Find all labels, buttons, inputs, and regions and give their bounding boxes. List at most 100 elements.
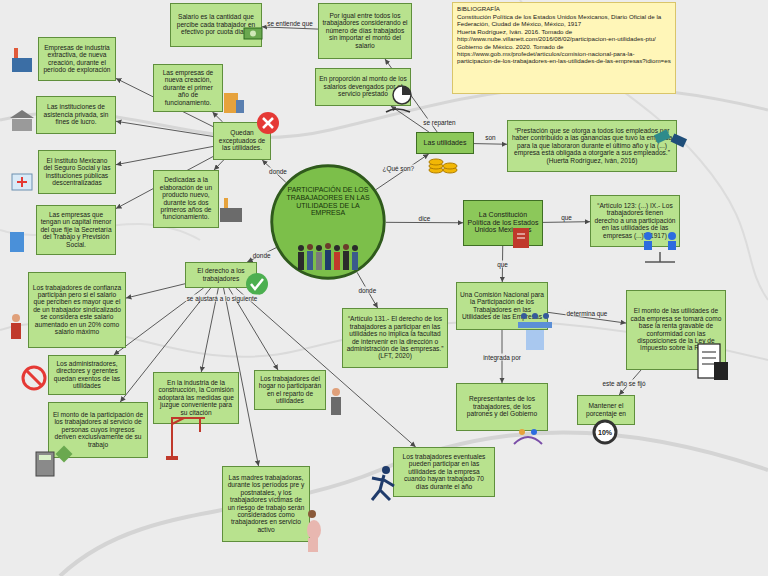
- edge-label: determina que: [566, 309, 609, 316]
- node-text: En la industria de la construcción, la C…: [157, 379, 235, 416]
- coins-icon: [429, 159, 443, 165]
- concept-box: Salario es la cantidad que percibe cada …: [170, 3, 262, 47]
- check-icon: [251, 279, 263, 289]
- node-text: En proporción al monto de los salarios d…: [319, 75, 407, 97]
- person-icon: [668, 232, 676, 240]
- topic-circle: PARTICIPACIÓN DE LOS TRABAJADORES EN LAS…: [270, 164, 386, 280]
- coins-icon: [429, 167, 443, 173]
- edge-label: dice: [418, 214, 432, 221]
- node-text: BIBLIOGRAFÍA: [457, 6, 671, 13]
- node-text: Empresas de industria extractiva, de nue…: [42, 44, 112, 74]
- calculator-icon: [36, 452, 54, 476]
- building-icon: [10, 232, 24, 252]
- person-icon: [644, 232, 652, 240]
- person-icon: [11, 323, 21, 339]
- person-head: [352, 245, 358, 251]
- connector-arrow: [262, 27, 318, 29]
- connector-arrow: [212, 112, 222, 122]
- edge-label: donde: [252, 251, 272, 258]
- concept-box: La Constitución Política de los Estados …: [463, 200, 543, 246]
- person-icon: [307, 520, 321, 540]
- concept-box: En proporción al monto de los salarios d…: [315, 68, 411, 106]
- group-icon: [514, 437, 542, 444]
- concept-box: Las empresas de nueva creación, durante …: [153, 64, 223, 112]
- person-body: [307, 251, 313, 270]
- edge-label: donde: [357, 287, 377, 294]
- concept-box: El derecho a los trabajadores: [185, 262, 257, 288]
- concept-box: “Artículo 123: (...) IX.- Los trabajador…: [590, 195, 680, 247]
- money-icon: [244, 28, 262, 39]
- node-text: Quedan exceptuados de las utilidades.: [217, 129, 267, 151]
- book-icon: [517, 234, 525, 238]
- bank-icon: [10, 110, 34, 118]
- node-text: Los trabajadores del hogar no participar…: [258, 375, 322, 405]
- coins-icon: [443, 167, 457, 173]
- node-body-text: Constitución Política de los Estados Uni…: [457, 14, 671, 28]
- person-body: [352, 252, 358, 270]
- person-icon: [382, 466, 390, 474]
- person-icon: [531, 429, 537, 435]
- node-text: “Artículo 123: (...) IX.- Los trabajador…: [594, 202, 676, 239]
- person-body: [325, 250, 331, 270]
- concept-box: Empresas de industria extractiva, de nue…: [38, 37, 116, 81]
- connector-arrow: [357, 272, 378, 308]
- concept-box: Por igual entre todos los trabajadores c…: [318, 3, 412, 59]
- factory-icon: [14, 48, 18, 58]
- money-icon: [56, 446, 73, 463]
- meeting-icon: [543, 313, 549, 319]
- book-icon: [513, 228, 529, 248]
- person-icon: [331, 397, 341, 415]
- person-body: [343, 251, 349, 270]
- person-icon: [308, 510, 316, 518]
- node-text: Las madres trabajadoras, durante los per…: [226, 474, 306, 533]
- node-text: El Instituto Mexicano del Seguro Social …: [42, 157, 112, 187]
- meeting-icon: [526, 330, 544, 350]
- percent-ring: [594, 421, 616, 443]
- concept-box: “Prestación que se otorga a todos los em…: [507, 120, 677, 172]
- hand-icon: [386, 109, 410, 112]
- node-text: Las utilidades: [420, 139, 470, 147]
- person-icon: [519, 429, 525, 435]
- node-text: Las empresas que tengan un capital menor…: [40, 211, 112, 248]
- person-head: [334, 245, 340, 251]
- circle-shape: [272, 166, 385, 279]
- concept-box: Los administradores, directores y gerent…: [48, 355, 126, 395]
- node-text: Una Comisión Nacional para la Participac…: [460, 291, 544, 321]
- connector-arrow: [543, 221, 590, 223]
- person-icon: [372, 475, 394, 500]
- meeting-icon: [521, 313, 527, 319]
- person-body: [334, 252, 340, 270]
- handshake-icon: [671, 133, 687, 147]
- edge-label: este año se fijó: [602, 379, 647, 386]
- pie-chart-icon: [402, 86, 411, 95]
- node-text: Los trabajadores de confianza participan…: [32, 284, 122, 336]
- edge-label: ¿Qué son?: [382, 164, 416, 171]
- document-icon: [698, 344, 720, 378]
- connector-arrow: [386, 222, 463, 223]
- factory-icon: [220, 208, 242, 222]
- node-text: La Constitución Política de los Estados …: [467, 211, 539, 234]
- pie-chart-icon: [393, 86, 411, 104]
- concept-box: Las madres trabajadoras, durante los per…: [222, 466, 310, 542]
- crane-icon: [172, 418, 205, 458]
- scale-icon: [645, 252, 675, 262]
- building-icon: [236, 100, 244, 113]
- concept-box: Las empresas que tengan un capital menor…: [36, 205, 116, 255]
- concept-box: Las utilidades: [416, 132, 474, 154]
- node-body-text: Huerta Rodríguez, Iván. 2016. Tomado de …: [457, 29, 671, 43]
- factory-icon: [12, 58, 32, 72]
- edge-label: son: [484, 133, 496, 140]
- calculator-icon: [714, 362, 728, 380]
- prohibited-icon: [23, 367, 45, 389]
- node-text: “Prestación que se otorga a todos los em…: [511, 127, 673, 164]
- concept-box: Los trabajadores del hogar no participar…: [254, 370, 326, 410]
- edge-label: se entiende que: [266, 19, 313, 26]
- connector-arrow: [474, 143, 507, 145]
- concept-box: El Instituto Mexicano del Seguro Social …: [38, 150, 116, 194]
- marble-vein: [60, 433, 768, 576]
- connector-arrow: [214, 160, 224, 170]
